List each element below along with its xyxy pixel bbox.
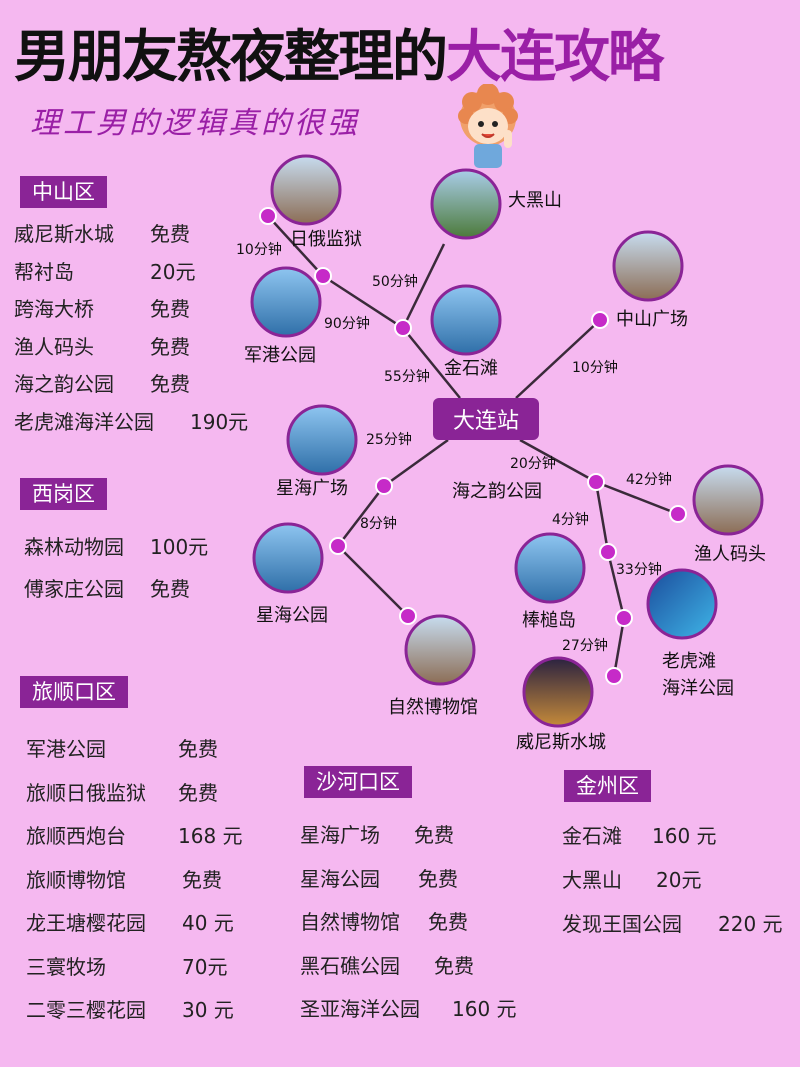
label-junggang: 军港公园 — [244, 345, 316, 366]
node-venice — [605, 667, 623, 685]
district-xigang-label: 西岗区 — [20, 478, 107, 510]
label-laohutan-2: 海洋公园 — [662, 678, 734, 699]
photo-daheishan — [430, 168, 502, 240]
place-labels: 日俄监狱 大黑山 军港公园 金石滩 中山广场 星海广场 海之韵公园 渔人码头 星… — [244, 190, 766, 753]
photo-venice — [522, 656, 594, 728]
time-90: 90分钟 — [324, 315, 370, 332]
title-part2: 大连攻略 — [446, 25, 664, 90]
list-item: 星海广场免费 — [300, 823, 454, 847]
node-junggang — [314, 267, 332, 285]
label-xinghai-square: 星海广场 — [276, 478, 348, 499]
list-item: 海之韵公园免费 — [14, 372, 190, 396]
label-haizhiyun: 海之韵公园 — [452, 481, 542, 502]
time-33: 33分钟 — [616, 561, 662, 578]
district-shahekou-label: 沙河口区 — [304, 766, 412, 798]
time-8: 8分钟 — [360, 515, 397, 532]
time-25: 25分钟 — [366, 431, 412, 448]
photo-zhongshan — [612, 230, 684, 302]
label-natural-museum: 自然博物馆 — [388, 697, 478, 718]
label-xinghai-park: 星海公园 — [256, 605, 328, 626]
photo-bangchui — [514, 532, 586, 604]
place-photos — [250, 154, 764, 728]
label-riejianyu: 日俄监狱 — [290, 229, 362, 250]
node-haizhiyun — [587, 473, 605, 491]
list-item: 自然博物馆免费 — [300, 910, 468, 934]
list-item: 威尼斯水城免费 — [14, 222, 190, 246]
subtitle: 理工男的逻辑真的很强 — [30, 106, 360, 141]
list-item: 军港公园免费 — [26, 737, 218, 761]
node-riejianyu — [259, 207, 277, 225]
label-venice: 威尼斯水城 — [516, 732, 606, 753]
page-title: 男朋友熬夜整理的大连攻略 — [14, 12, 664, 93]
node-zhongshan — [591, 311, 609, 329]
time-4: 4分钟 — [552, 511, 589, 528]
photo-riejianyu — [270, 154, 342, 226]
node-natural-museum — [399, 607, 417, 625]
cartoon-boy-avatar — [458, 84, 518, 168]
time-55: 55分钟 — [384, 368, 430, 385]
list-item: 渔人码头免费 — [14, 334, 190, 359]
route-lines — [267, 215, 679, 677]
district-lvshun-label: 旅顺口区 — [20, 676, 128, 708]
node-yuren — [669, 505, 687, 523]
node-xinghai-park — [329, 537, 347, 555]
label-bangchui: 棒槌岛 — [522, 610, 576, 631]
node-junction — [394, 319, 412, 337]
label-jinshitan: 金石滩 — [444, 358, 498, 379]
time-50: 50分钟 — [372, 273, 418, 290]
title-part1: 男朋友熬夜整理的 — [14, 25, 448, 90]
district-jinzhou-label: 金州区 — [564, 770, 651, 802]
route-nodes — [259, 207, 687, 685]
photo-jinshitan — [430, 284, 502, 356]
label-zhongshan-square: 中山广场 — [616, 309, 688, 330]
list-item: 星海公园免费 — [300, 866, 458, 891]
node-xinghai-square — [375, 477, 393, 495]
list-item: 旅顺日俄监狱免费 — [26, 780, 218, 805]
photo-natural-museum — [404, 614, 476, 686]
time-42: 42分钟 — [626, 471, 672, 488]
time-labels: 10分钟 50分钟 90分钟 55分钟 10分钟 25分钟 8分钟 20分钟 4… — [236, 241, 672, 654]
time-10b: 10分钟 — [572, 359, 618, 376]
list-item: 跨海大桥免费 — [14, 297, 190, 321]
photo-junggang — [250, 266, 322, 338]
node-bangchui — [599, 543, 617, 561]
label-laohutan-1: 老虎滩 — [662, 651, 716, 672]
label-daheishan: 大黑山 — [508, 190, 562, 211]
photo-xinghai-square — [286, 404, 358, 476]
time-27: 27分钟 — [562, 637, 608, 654]
time-10a: 10分钟 — [236, 241, 282, 258]
node-laohutan — [615, 609, 633, 627]
district-zhongshan-label: 中山区 — [20, 176, 107, 208]
photo-yuren — [692, 464, 764, 536]
photo-laohutan — [646, 568, 718, 640]
time-20: 20分钟 — [510, 455, 556, 472]
list-item: 黑石礁公园免费 — [300, 953, 474, 978]
list-item: 旅顺博物馆免费 — [26, 867, 222, 892]
photo-xinghai-park — [252, 522, 324, 594]
label-yuren: 渔人码头 — [694, 544, 766, 565]
list-item: 傅家庄公园免费 — [24, 577, 190, 601]
dalian-station: 大连站 — [433, 398, 539, 440]
